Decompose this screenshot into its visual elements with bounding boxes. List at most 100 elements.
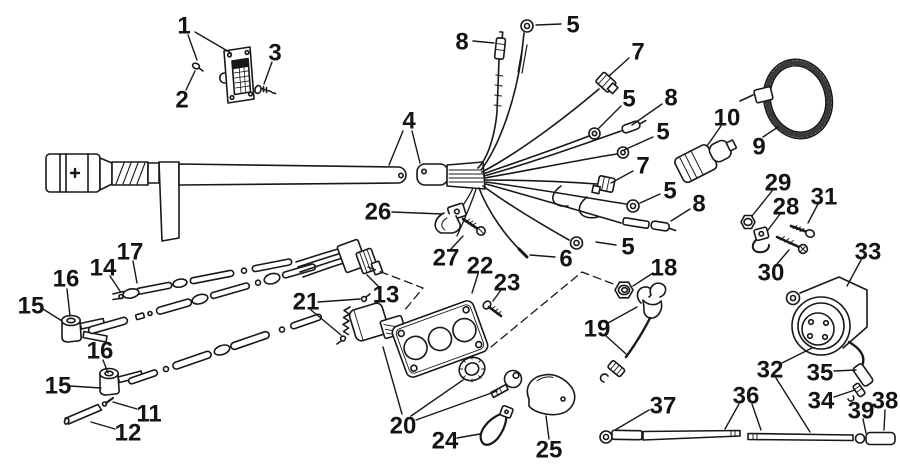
part-number-4: 4 [402,108,416,135]
screw-30 [775,235,809,255]
part-number-34: 34 [808,388,835,415]
callout-34-43: 34 [808,388,856,415]
leader-line [776,249,790,265]
leader-line [706,125,722,147]
leader-line [529,254,556,258]
clamp-screw-27 [461,217,486,237]
part-number-30: 30 [758,260,785,287]
callout-10-10: 10 [706,105,740,147]
part-number-16: 16 [87,338,114,365]
callout-5-24: 5 [595,234,635,261]
plate-screw-2 [191,62,204,72]
harness-wires [447,19,677,259]
leader-line [862,418,867,434]
leader-line [388,130,404,166]
callout-5-7: 5 [598,86,636,129]
leader-line [608,57,630,77]
leader-line [132,260,138,284]
leader-line [614,409,650,431]
lead-connector-35 [852,363,874,387]
leader-line [631,103,663,126]
callout-21-27: 21 [293,289,361,336]
callout-11-34: 11 [112,401,162,428]
part-number-7: 7 [636,153,649,180]
leader-line [456,433,481,439]
callout-9-11: 9 [752,126,779,161]
leader-line [185,70,196,91]
alignment-dashes [367,266,617,348]
part-number-11: 11 [136,401,161,428]
callout-24-37: 24 [432,428,481,455]
part-number-29: 29 [765,170,792,197]
switch-boot-25 [526,373,576,416]
part-number-12: 12 [115,420,142,447]
leader-line [415,390,498,421]
callout-25-38: 25 [536,415,562,464]
callout-17-28: 17 [117,239,144,284]
callout-30-18: 30 [758,249,790,287]
leader-line [102,359,109,374]
callout-36-44: 36 [724,383,762,431]
part-number-38: 38 [872,388,899,415]
lead-tip-34 [852,382,866,398]
callout-35-42: 35 [807,360,857,387]
callout-2-1: 2 [175,70,196,114]
part-number-31: 31 [811,184,838,211]
part-number-9: 9 [752,134,765,161]
callout-12-35: 12 [90,420,142,447]
leader-line [382,346,403,415]
callout-7-12: 7 [610,153,650,184]
screw-31 [789,224,816,239]
leader-line [366,274,380,288]
part-number-26: 26 [365,199,392,226]
callout-32-41: 32 [757,347,813,433]
callout-14-29: 14 [90,255,121,292]
callout-23-22: 23 [492,270,520,302]
panel-screw-23 [482,300,503,318]
part-number-3: 3 [268,40,281,67]
harness-clamp-26 [434,202,467,234]
part-number-39: 39 [848,398,875,425]
part-number-36: 36 [733,383,760,410]
leader-line [42,308,63,322]
part-number-28: 28 [773,194,800,221]
leader-line [450,235,464,250]
callout-22-21: 22 [467,253,493,294]
callout-26-19: 26 [365,199,443,226]
connector-13 [336,238,384,276]
leader-line [607,306,638,324]
part-number-17: 17 [117,239,144,266]
leader-line [670,208,691,222]
callout-18-25: 18 [632,255,677,287]
callout-1-0: 1 [177,13,232,61]
callout-33-40: 33 [846,239,881,287]
callout-31-17: 31 [807,184,838,224]
leader-line [639,193,661,204]
leader-line [410,379,464,417]
ring-terminal-5b [588,127,601,140]
callout-29-15: 29 [751,170,792,217]
lanyard-clip-19 [599,282,667,383]
part-number-5: 5 [622,86,635,113]
wire-end-6 [517,247,529,259]
callout-16-32: 16 [87,338,114,374]
main-connector-plug [45,153,160,193]
callout-8-5: 8 [455,29,495,56]
leader-line [263,61,273,85]
part-number-13: 13 [373,282,400,309]
screw-11 [101,397,114,407]
warning-buzzer-33 [785,276,868,356]
callout-8-8: 8 [631,85,678,126]
spade-connector-7a [595,71,619,95]
leader-line [610,170,634,184]
part-number-5: 5 [656,119,669,146]
leader-line [833,389,856,398]
leader-line [112,401,138,410]
leader-line [767,213,781,231]
leader-line [317,298,361,303]
leader-line [535,23,562,26]
ring-terminal-5e [569,236,584,250]
ignition-key [490,369,523,399]
